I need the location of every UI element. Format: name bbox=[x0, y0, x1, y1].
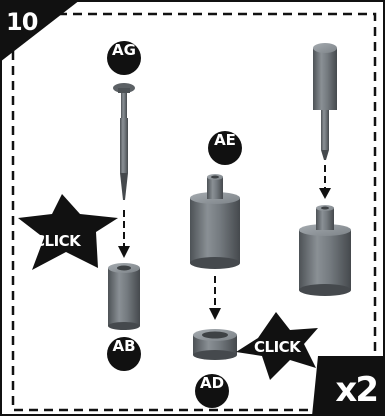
part-ae-bottle bbox=[190, 174, 240, 269]
click-label-right: CLICK bbox=[254, 338, 301, 356]
arrow-down-icon bbox=[209, 276, 221, 320]
quantity-corner-badge bbox=[312, 356, 385, 416]
click-label-left: CLICK bbox=[34, 232, 81, 250]
part-ab-tube bbox=[108, 263, 140, 330]
part-assembly-right bbox=[313, 43, 337, 160]
step-number: 10 bbox=[6, 8, 38, 36]
part-label-ad: AD bbox=[199, 374, 225, 392]
label-circle-ae bbox=[208, 131, 242, 165]
part-ae-bottle-right bbox=[299, 205, 351, 296]
step-corner-badge bbox=[0, 0, 80, 62]
dashed-frame bbox=[11, 12, 377, 412]
label-circle-ad bbox=[195, 374, 229, 408]
part-label-ag: AG bbox=[112, 41, 136, 59]
arrow-down-icon bbox=[118, 210, 130, 258]
part-label-ab: AB bbox=[112, 337, 136, 355]
part-ad-cap bbox=[193, 329, 237, 360]
quantity-multiplier: x2 bbox=[335, 370, 379, 410]
label-circle-ag bbox=[107, 41, 141, 75]
label-circle-ab bbox=[107, 337, 141, 371]
part-label-ae: AE bbox=[214, 131, 236, 149]
part-ag-pin bbox=[113, 83, 135, 200]
arrow-down-icon bbox=[319, 165, 331, 199]
star-burst-icon bbox=[18, 194, 118, 270]
star-burst-icon bbox=[236, 312, 318, 380]
